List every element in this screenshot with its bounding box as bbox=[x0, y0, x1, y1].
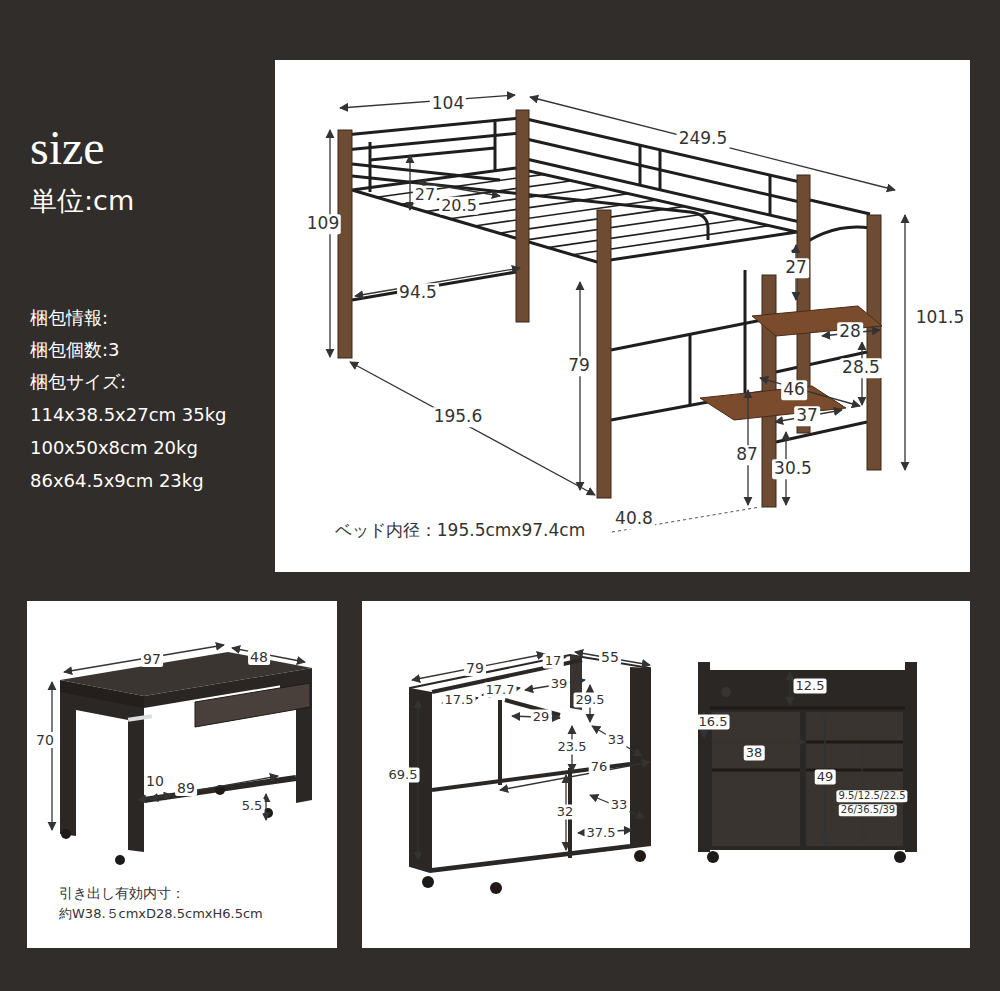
dimension-label: 76 bbox=[589, 760, 610, 775]
dimension-label: 69.5 bbox=[387, 768, 420, 783]
info-text: 114x38.5x27cm 35kg bbox=[30, 405, 227, 426]
storage-cart-back bbox=[698, 662, 917, 863]
cart-panel bbox=[362, 601, 970, 948]
dimension-label: 30.5 bbox=[772, 459, 814, 479]
dimension-label: 49 bbox=[815, 770, 836, 785]
dimension-label: 97 bbox=[141, 651, 163, 667]
dimension-label: 26/36.5/39 bbox=[839, 804, 897, 816]
desk bbox=[60, 652, 312, 865]
info-text: 梱包個数:3 bbox=[30, 340, 120, 361]
dimension-label: 12.5 bbox=[794, 679, 827, 694]
dimension-label: 109 bbox=[305, 214, 341, 234]
dimension-label: 10 bbox=[144, 773, 166, 789]
dimension-label: 33 bbox=[609, 798, 630, 813]
dimension-label: 27 bbox=[783, 258, 809, 278]
dimension-line bbox=[612, 507, 760, 532]
dimension-label: 28 bbox=[837, 322, 863, 342]
dimension-label: 89 bbox=[175, 780, 197, 796]
dimension-label: 37.5 bbox=[585, 826, 618, 841]
dimension-label: 29.5 bbox=[574, 693, 607, 708]
dimension-label: 94.5 bbox=[397, 283, 439, 303]
dimension-label: 38 bbox=[744, 746, 765, 761]
dimension-label: 48 bbox=[248, 649, 270, 665]
storage-cart bbox=[410, 655, 650, 894]
dimension-label: 55 bbox=[599, 649, 621, 665]
dimension-label: 101.5 bbox=[914, 308, 967, 328]
dimension-label: 79 bbox=[566, 356, 592, 376]
info-text: 100x50x8cm 20kg bbox=[30, 438, 198, 459]
dimension-label: 27 bbox=[413, 186, 437, 204]
dimension-label: 195.6 bbox=[432, 407, 485, 427]
dimension-label: 9.5/12.5/22.5 bbox=[836, 790, 907, 802]
dimension-label: 約W38.５cmxD28.5cmxH6.5cm bbox=[57, 907, 265, 922]
dimension-label: 70 bbox=[34, 732, 56, 748]
heading: size bbox=[30, 124, 105, 172]
dimension-label: 40.8 bbox=[613, 509, 655, 529]
dimension-label: 16.5 bbox=[697, 715, 730, 730]
dimension-label: 33 bbox=[606, 733, 627, 748]
info-text: 86x64.5x9cm 23kg bbox=[30, 471, 204, 492]
dimension-label: 104 bbox=[430, 94, 466, 114]
dimension-label: 79 bbox=[464, 660, 486, 676]
desk-panel bbox=[27, 601, 337, 948]
dimension-label: 29 bbox=[531, 710, 552, 725]
dimension-label: 28.5 bbox=[840, 358, 882, 378]
dimension-label: 46 bbox=[781, 380, 807, 400]
loft-bed bbox=[338, 110, 882, 507]
dimension-label: 17 bbox=[543, 654, 564, 669]
dimension-label: 249.5 bbox=[677, 129, 730, 149]
dimension-label: 20.5 bbox=[439, 197, 479, 215]
info-text: 単位:cm bbox=[30, 185, 134, 216]
dimension-label: 5.5 bbox=[240, 799, 265, 814]
dimension-label: ベッド内径：195.5cmx97.4cm bbox=[333, 521, 587, 541]
dimension-label: 37 bbox=[794, 406, 820, 426]
dimension-label: 32 bbox=[555, 805, 576, 820]
dimension-label: 87 bbox=[734, 445, 760, 465]
dimension-label: 17.5 bbox=[443, 693, 476, 708]
dimension-label: 17.7 bbox=[484, 683, 517, 698]
dimension-label: 39 bbox=[549, 677, 570, 692]
info-text: 梱包サイズ: bbox=[30, 372, 126, 393]
bed-panel bbox=[275, 60, 970, 572]
info-text: 梱包情報: bbox=[30, 308, 108, 329]
dimension-label: 23.5 bbox=[556, 740, 589, 755]
dimension-label: 引き出し有効内寸： bbox=[57, 885, 187, 901]
